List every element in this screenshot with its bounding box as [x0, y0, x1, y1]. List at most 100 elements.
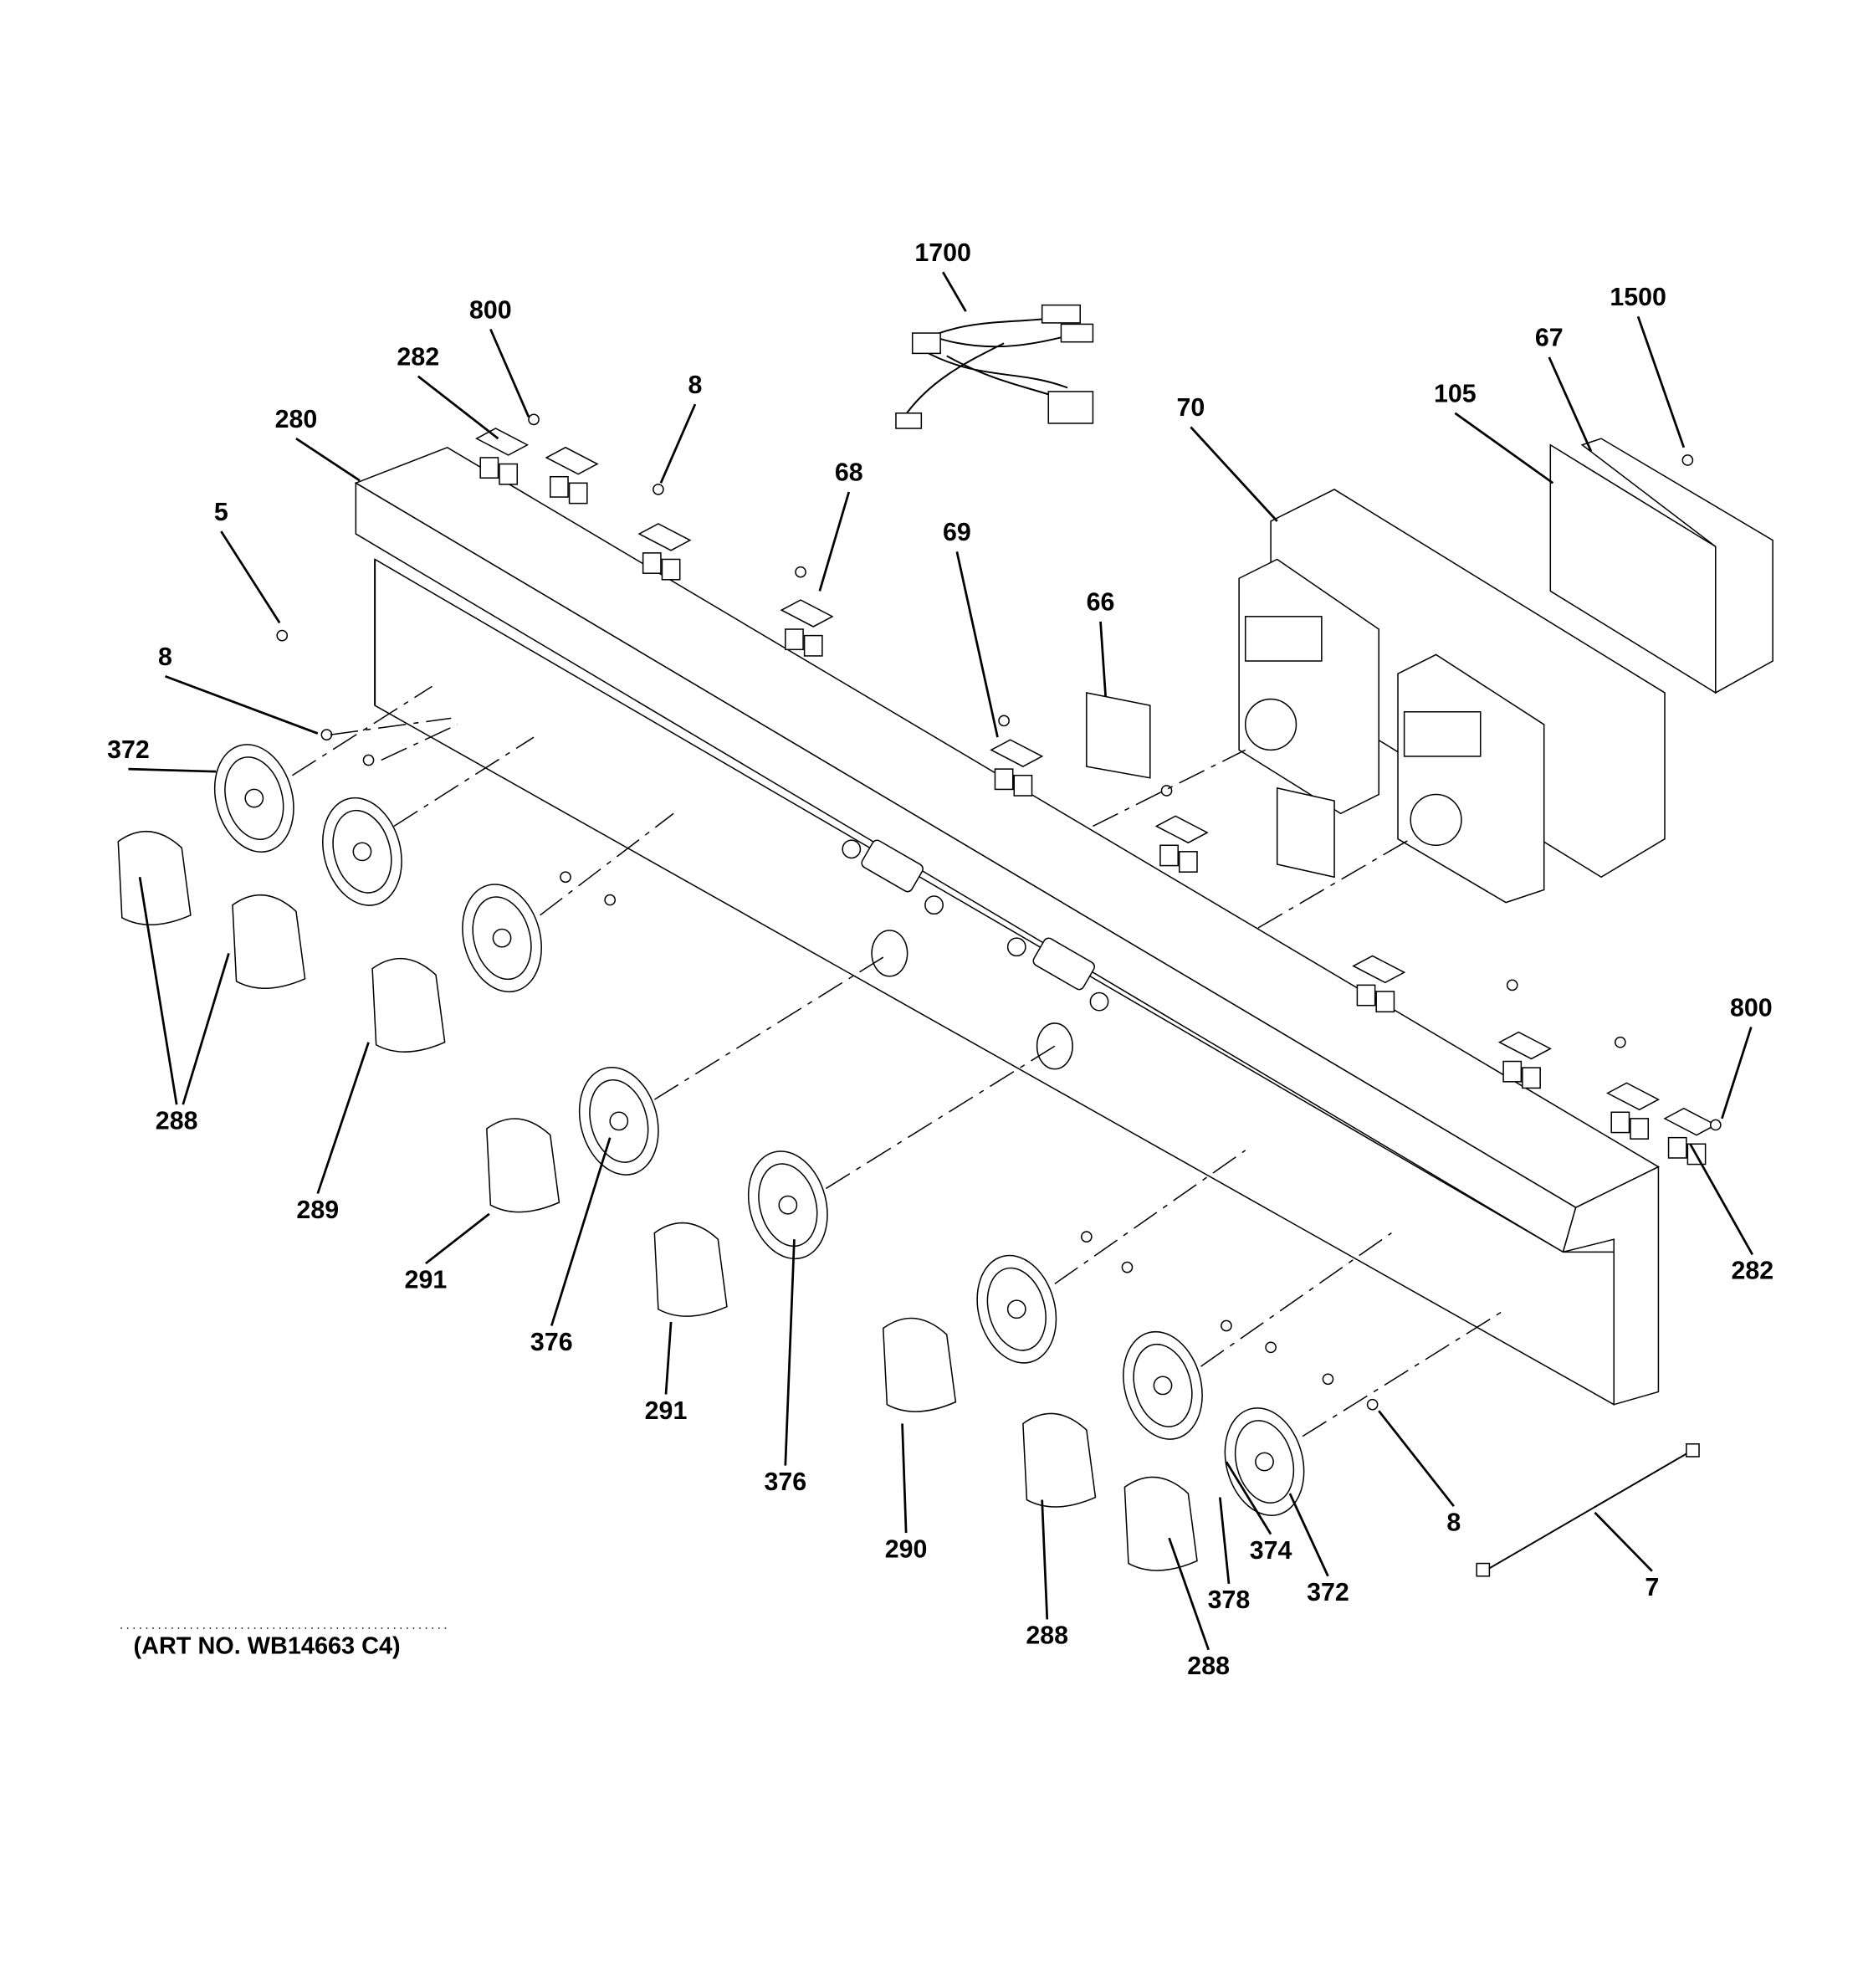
leader-line: [1288, 1493, 1329, 1577]
callout-label: 8: [158, 643, 172, 671]
assembly-line: [1093, 749, 1246, 827]
clip: [1154, 815, 1209, 873]
assembly-line: [540, 812, 674, 916]
screw: [1080, 1231, 1093, 1242]
callout-800: 800: [1721, 993, 1773, 1120]
callout-291: 291: [405, 1212, 490, 1294]
leader-line: [784, 1239, 796, 1466]
callout-label: 5: [214, 498, 228, 526]
callout-label: 8: [688, 371, 702, 399]
callout-label: 800: [1730, 993, 1773, 1022]
callout-label: 67: [1535, 324, 1564, 352]
assembly-line: [381, 724, 458, 761]
screw: [604, 894, 617, 906]
callout-378: 378: [1208, 1497, 1251, 1614]
callout-label: 800: [469, 295, 512, 324]
callout-label: 378: [1208, 1586, 1251, 1614]
knob-bezel: [1224, 1407, 1305, 1516]
leader-line: [1099, 621, 1107, 697]
control-panel-trim: [354, 446, 1661, 1406]
assembly-line: [653, 952, 890, 1100]
clip: [637, 523, 692, 581]
assembly-line: [1302, 1309, 1507, 1437]
knob-bezel: [1123, 1330, 1203, 1440]
callout-374: 374: [1225, 1461, 1292, 1565]
leader-line: [165, 674, 319, 735]
clip: [1352, 955, 1406, 1013]
leader-line: [1594, 1511, 1653, 1572]
leader-line: [1190, 426, 1278, 522]
callout-1500: 1500: [1610, 283, 1686, 448]
callout-288: 288: [1026, 1499, 1068, 1650]
callout-7: 7: [1594, 1511, 1659, 1601]
callout-label: 69: [943, 518, 971, 546]
callout-288: 288: [1168, 1537, 1230, 1680]
callout-70: 70: [1176, 393, 1278, 522]
assembly-line: [291, 685, 432, 776]
knob: [232, 894, 306, 989]
callout-66: 66: [1087, 588, 1115, 697]
screw: [998, 715, 1010, 727]
leader-line: [901, 1423, 908, 1534]
electronic-controls: [1086, 438, 1773, 904]
burner-knobs: [117, 744, 1305, 1571]
assembly-lines: [291, 685, 1507, 1437]
knob: [117, 831, 192, 925]
knob: [371, 957, 446, 1053]
leader-line: [664, 1321, 673, 1395]
callout-68: 68: [818, 459, 863, 592]
leader-line: [138, 877, 178, 1105]
callout-label: 68: [835, 459, 863, 487]
screw: [1221, 1319, 1232, 1332]
screw: [795, 566, 806, 578]
screw: [1322, 1373, 1334, 1386]
knob: [882, 1317, 957, 1412]
callout-label: 66: [1087, 588, 1115, 617]
callout-376: 376: [764, 1239, 806, 1496]
leader-line: [220, 530, 281, 624]
leader-line: [1378, 1410, 1455, 1508]
callout-288: 288: [138, 877, 230, 1135]
leader-line: [182, 952, 230, 1105]
callout-label: 372: [107, 735, 150, 764]
callout-282: 282: [397, 342, 499, 440]
leader-line: [818, 491, 851, 592]
clip: [475, 428, 530, 485]
screw: [1506, 979, 1518, 991]
screw: [1366, 1398, 1379, 1411]
clip: [545, 446, 599, 505]
knob: [1022, 1412, 1097, 1508]
screw: [653, 484, 664, 495]
assembly-line: [1200, 1232, 1392, 1367]
callout-label: 291: [405, 1265, 448, 1294]
leader-line: [316, 1042, 370, 1194]
callout-label: 290: [885, 1535, 928, 1563]
knob-bezel: [747, 1150, 828, 1260]
screw: [320, 729, 333, 740]
callout-label: 288: [156, 1106, 198, 1135]
leader-line: [1041, 1499, 1049, 1620]
screw: [1709, 1119, 1722, 1131]
knob-bezel: [322, 797, 402, 906]
leader-line: [1454, 412, 1554, 484]
leader-line: [295, 438, 361, 482]
callout-8: 8: [1378, 1410, 1461, 1536]
callout-291: 291: [645, 1321, 688, 1425]
leader-line: [550, 1137, 612, 1326]
leader-line: [1689, 1143, 1754, 1256]
callout-372: 372: [107, 735, 217, 773]
assembly-line: [1054, 1150, 1246, 1284]
leader-line: [955, 551, 999, 738]
callout-label: 8: [1446, 1508, 1461, 1536]
callout-label: 291: [645, 1396, 688, 1425]
callout-label: 289: [296, 1196, 339, 1224]
callout-label: 376: [764, 1468, 806, 1496]
leader-line: [1636, 315, 1686, 448]
lens-66: [1086, 692, 1151, 779]
callout-376: 376: [530, 1137, 612, 1356]
callout-label: 372: [1307, 1578, 1349, 1606]
screw: [276, 629, 289, 642]
callout-label: 280: [275, 405, 318, 433]
